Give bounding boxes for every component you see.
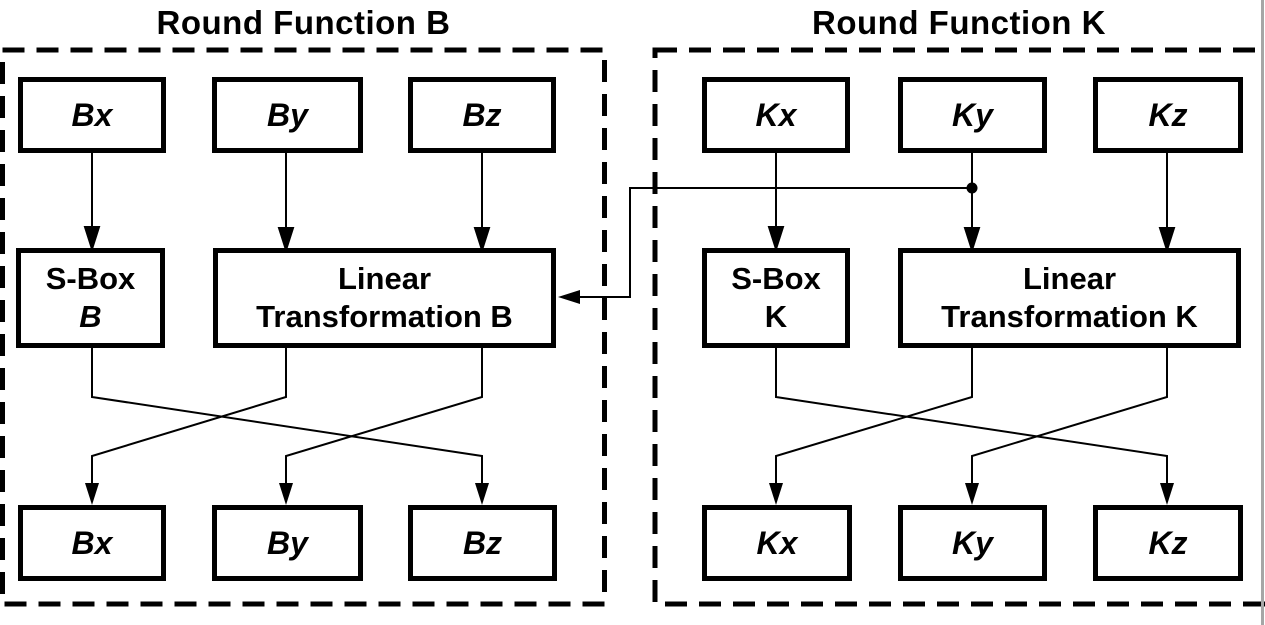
box-sbox-k: S-Box K [702, 248, 850, 348]
box-label: Bx [71, 524, 113, 561]
wires-b-outputs [91, 348, 483, 486]
box-k-output-x: Kx [702, 505, 852, 581]
linear-k-line2: Transformation K [941, 299, 1198, 334]
box-label: Ky [952, 96, 993, 133]
box-label: Ky [952, 524, 993, 561]
box-label: Kz [1148, 524, 1188, 561]
arrowhead-icon [1160, 483, 1174, 505]
junction-dot-icon [966, 182, 978, 194]
box-sbox-b: S-Box B [16, 248, 165, 348]
box-b-input-x: Bx [18, 77, 166, 153]
box-linear-transformation-k: Linear Transformation K [898, 248, 1241, 348]
sbox-k-line1: S-Box [731, 261, 821, 296]
arrowhead-icon [965, 483, 979, 505]
wires-k-outputs [775, 348, 1168, 486]
sbox-b-line2: B [79, 299, 102, 334]
wire-ky-to-linear-b [558, 182, 978, 304]
linear-b-line1: Linear [337, 261, 432, 296]
box-b-output-z: Bz [408, 505, 557, 581]
arrowhead-icon [85, 483, 99, 505]
wires-b-inputs [83, 153, 491, 254]
box-linear-transformation-b: Linear Transformation B [213, 248, 556, 348]
box-k-input-z: Kz [1093, 77, 1243, 153]
box-b-output-x: Bx [18, 505, 166, 581]
box-label: Bz [462, 524, 503, 561]
linear-k-line1: Linear [1022, 261, 1117, 296]
box-label: By [267, 96, 308, 133]
arrowhead-icon [1158, 227, 1176, 254]
arrowheads-k-outputs [769, 483, 1174, 505]
arrowhead-icon [767, 226, 785, 253]
arrowhead-icon [279, 483, 293, 505]
arrowhead-icon [83, 226, 101, 253]
round-function-b-title: Round Function B [156, 4, 451, 41]
box-label: Bx [71, 96, 113, 133]
wires-k-inputs [767, 153, 1176, 254]
arrowhead-icon [963, 227, 981, 254]
arrowhead-icon [473, 227, 491, 254]
box-b-input-z: Bz [408, 77, 556, 153]
linear-b-line2: Transformation B [256, 299, 513, 334]
box-label: Kx [756, 524, 798, 561]
box-k-output-z: Kz [1093, 505, 1243, 581]
box-label: Kz [1148, 96, 1188, 133]
sbox-k-line2: K [764, 299, 788, 334]
box-b-input-y: By [212, 77, 363, 153]
dashed-border-round-function-k [652, 47, 1265, 607]
page-edge-line [1261, 0, 1264, 625]
arrowhead-icon [558, 290, 580, 304]
arrowhead-icon [769, 483, 783, 505]
arrowhead-icon [475, 483, 489, 505]
box-label: Bz [462, 96, 502, 133]
box-label: By [267, 524, 308, 561]
box-b-output-y: By [212, 505, 363, 581]
box-label: Kx [755, 96, 797, 133]
arrowhead-icon [277, 227, 295, 254]
round-function-k-title: Round Function K [812, 4, 1106, 41]
box-k-output-y: Ky [898, 505, 1047, 581]
arrowheads-b-outputs [85, 483, 489, 505]
box-k-input-x: Kx [702, 77, 850, 153]
box-k-input-y: Ky [898, 77, 1047, 153]
sbox-b-line1: S-Box [45, 261, 136, 296]
